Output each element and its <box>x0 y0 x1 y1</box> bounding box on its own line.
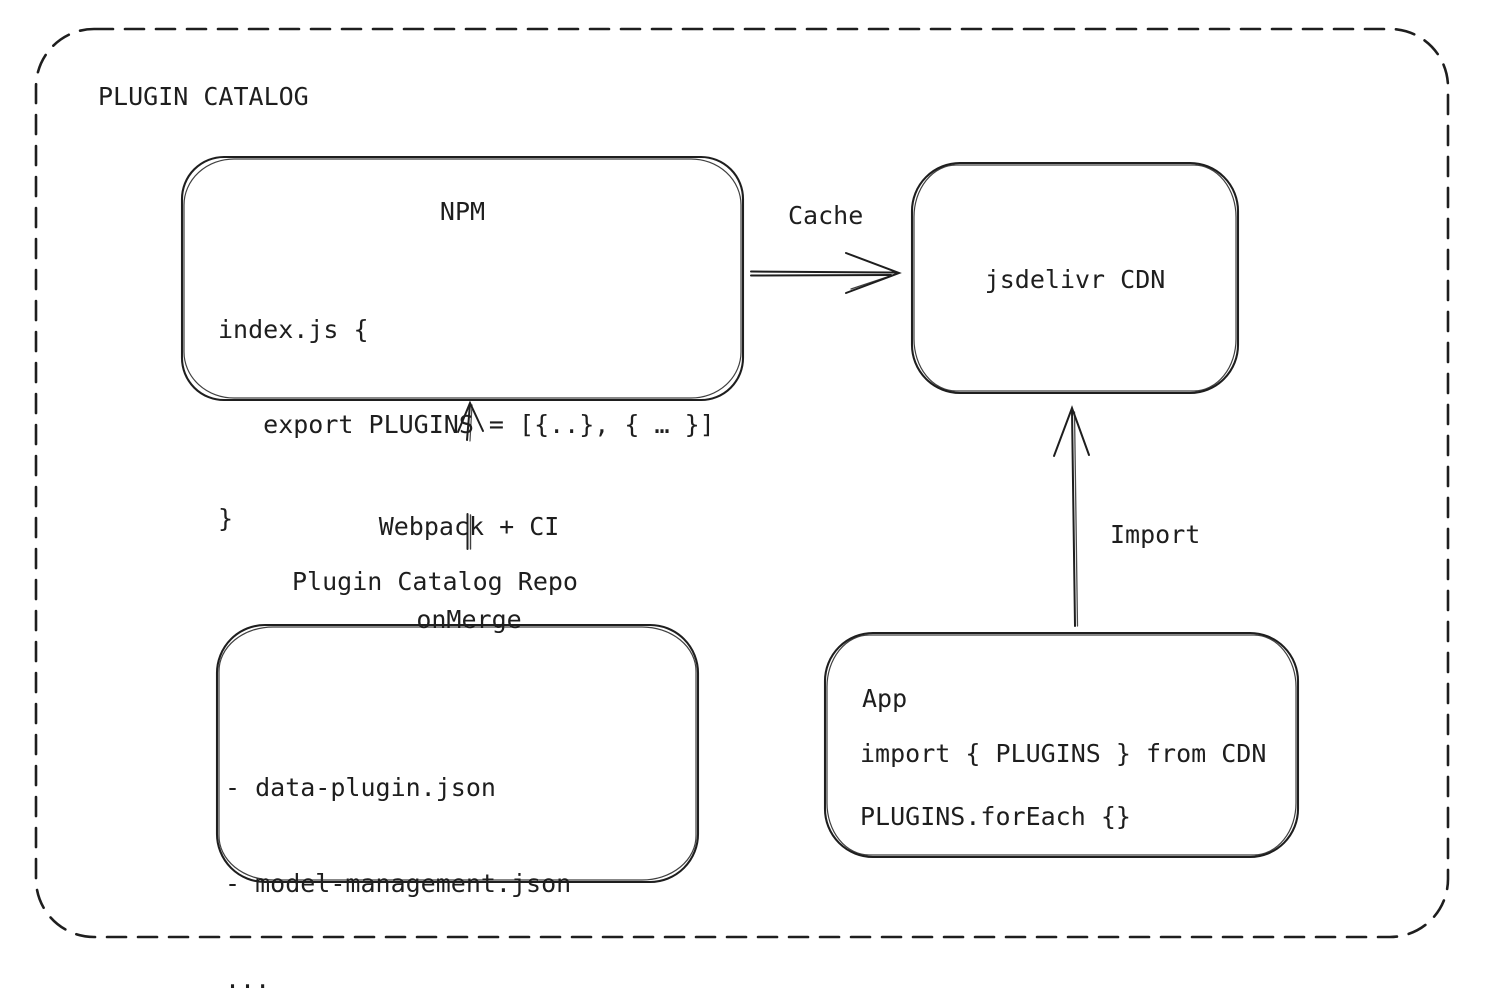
npm-code-block: index.js { export PLUGINS = [{..}, { … }… <box>218 251 715 598</box>
import-arrow-label: Import <box>1110 520 1201 549</box>
npm-code-line: export PLUGINS = [{..}, { … }] <box>218 409 715 439</box>
npm-code-line: } <box>218 504 234 533</box>
repo-file-item: ... <box>225 965 271 994</box>
cache-arrow-label: Cache <box>788 201 864 230</box>
repo-box-outline <box>215 623 700 884</box>
app-code-line: PLUGINS.forEach {} <box>860 802 1131 831</box>
cdn-box-outline <box>910 161 1240 395</box>
repo-file-item: - data-plugin.json <box>225 773 496 802</box>
cache-arrow <box>750 252 902 294</box>
catalog-boundary-border <box>34 27 1450 939</box>
build-arrow <box>457 400 484 550</box>
diagram-title: PLUGIN CATALOG <box>98 82 309 111</box>
import-arrow <box>1053 405 1090 627</box>
npm-code-line: index.js { <box>218 315 369 344</box>
npm-box-outline <box>180 155 745 402</box>
cdn-box-label: jsdelivr CDN <box>984 265 1166 294</box>
repo-box-label: Plugin Catalog Repo <box>292 567 578 596</box>
build-arrow-label: Webpack + CI onMerge <box>319 449 619 697</box>
app-box-outline <box>823 631 1300 859</box>
app-box-title: App <box>862 684 908 713</box>
npm-box-title: NPM <box>439 197 486 226</box>
build-arrow-label-line: Webpack + CI <box>378 512 560 541</box>
build-arrow-label-line: onMerge <box>416 605 522 634</box>
repo-file-item: - model-management.json <box>225 869 572 898</box>
repo-file-list: - data-plugin.json - model-management.js… <box>225 708 571 1002</box>
app-code-line: import { PLUGINS } from CDN <box>860 739 1267 768</box>
